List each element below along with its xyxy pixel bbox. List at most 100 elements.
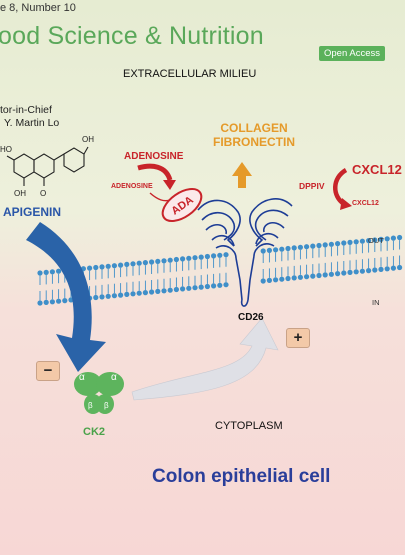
lipid-head <box>366 268 372 274</box>
lipid-head <box>105 263 111 269</box>
lipid-head <box>359 268 365 274</box>
adenosine-arrow <box>137 163 173 181</box>
cxcl12-small-label: CXCL12 <box>352 200 379 207</box>
lipid-head <box>49 299 56 305</box>
lipid-head <box>142 260 148 266</box>
lipid-head <box>173 286 179 293</box>
adenosine-arrowhead <box>163 180 176 190</box>
lipid-head <box>384 266 390 272</box>
lipid-head <box>273 247 279 253</box>
lipid-head <box>316 272 322 279</box>
lipid-head <box>93 294 99 301</box>
apigenin-o: O <box>40 189 46 198</box>
lipid-head <box>266 277 272 283</box>
lipid-head <box>347 269 353 275</box>
lipid-head <box>359 238 365 244</box>
lipid-head <box>310 273 316 279</box>
ck2-label: CK2 <box>83 426 106 438</box>
lipid-head <box>285 245 291 252</box>
adenosine-label: ADENOSINE <box>124 151 184 162</box>
lipid-head <box>266 247 272 253</box>
lipid-head <box>353 269 359 275</box>
cytoplasm-label: CYTOPLASM <box>215 420 283 432</box>
lipid-head <box>384 236 390 242</box>
journal-header: e 8, Number 10 ood Science & Nutrition O… <box>0 0 405 74</box>
lipid-head <box>204 253 210 260</box>
lipid-head <box>118 292 124 298</box>
lipid-head <box>223 252 229 258</box>
lipid-head <box>217 252 223 258</box>
collagen-fibronectin-label: COLLAGEN FIBRONECTIN <box>213 121 295 149</box>
out-label: OUT <box>368 236 384 245</box>
lipid-head <box>285 275 291 282</box>
lipid-head <box>316 242 322 249</box>
lipid-head <box>347 239 353 245</box>
lipid-head <box>341 270 347 276</box>
cxcl12-label: CXCL12 <box>352 162 402 177</box>
in-label: IN <box>372 298 380 307</box>
apigenin-oh1: OH <box>82 135 94 144</box>
lipid-head <box>149 289 155 295</box>
lipid-head <box>372 267 378 273</box>
lipid-head <box>328 271 334 277</box>
ck2-beta-1: β <box>88 401 93 410</box>
lipid-head <box>297 274 303 280</box>
cell-type-label: Colon epithelial cell <box>152 466 331 487</box>
lipid-head <box>260 248 266 254</box>
lipid-head <box>149 259 155 265</box>
cxcl12-arrowhead <box>340 198 352 210</box>
lipid-head <box>304 244 310 250</box>
lipid-head <box>43 269 49 275</box>
lipid-head <box>192 255 198 261</box>
ada-enzyme <box>161 188 203 222</box>
lipid-head <box>211 283 217 289</box>
lipid-head <box>310 243 316 249</box>
adenosine-small-label: ADENOSINE <box>111 183 153 190</box>
apigenin-inhibition-arrow <box>26 222 106 372</box>
lipid-head <box>366 238 372 244</box>
lipid-head <box>279 276 285 282</box>
lipid-head <box>204 283 210 290</box>
lipid-head <box>161 258 167 264</box>
lipid-head <box>180 286 186 292</box>
lipid-head <box>304 274 310 280</box>
lipid-head <box>93 264 99 271</box>
extracellular-label: EXTRACELLULAR MILIEU <box>123 68 257 80</box>
lipid-head <box>335 271 341 277</box>
cd26-dimer <box>197 198 293 307</box>
lipid-head <box>136 290 142 296</box>
lipid-head <box>322 242 328 248</box>
lipid-head <box>111 263 117 269</box>
lipid-head <box>167 287 173 293</box>
lipid-head <box>372 237 378 243</box>
lipid-head <box>397 264 403 271</box>
lipid-head <box>378 266 384 272</box>
lipid-head <box>390 235 396 241</box>
lipid-head <box>167 257 173 263</box>
lipid-head <box>217 282 223 288</box>
dppiv-label: DPPIV <box>299 181 325 191</box>
lipid-head <box>56 268 62 274</box>
lipid-head <box>397 234 403 241</box>
apigenin-oh2: OH <box>14 189 26 198</box>
lipid-head <box>198 284 204 290</box>
apigenin-ho: HO <box>0 145 12 154</box>
lipid-head <box>155 258 161 264</box>
lipid-head <box>198 254 204 260</box>
lipid-head <box>130 291 136 297</box>
lipid-head <box>37 300 43 306</box>
ck2-complex <box>74 372 124 414</box>
lipid-head <box>87 265 93 271</box>
ck2-activation-arrow <box>131 317 279 401</box>
lipid-head <box>223 282 229 288</box>
cd26-label: CD26 <box>238 312 264 323</box>
editor-line-1: tor-in-Chief <box>0 104 52 116</box>
lipid-head <box>155 288 161 294</box>
apigenin-label: APIGENIN <box>3 205 62 219</box>
inhibition-sign: − <box>36 361 60 381</box>
lipid-head <box>130 261 136 267</box>
activation-sign: + <box>286 328 310 348</box>
lipid-head <box>37 270 43 276</box>
lipid-head <box>62 298 68 304</box>
